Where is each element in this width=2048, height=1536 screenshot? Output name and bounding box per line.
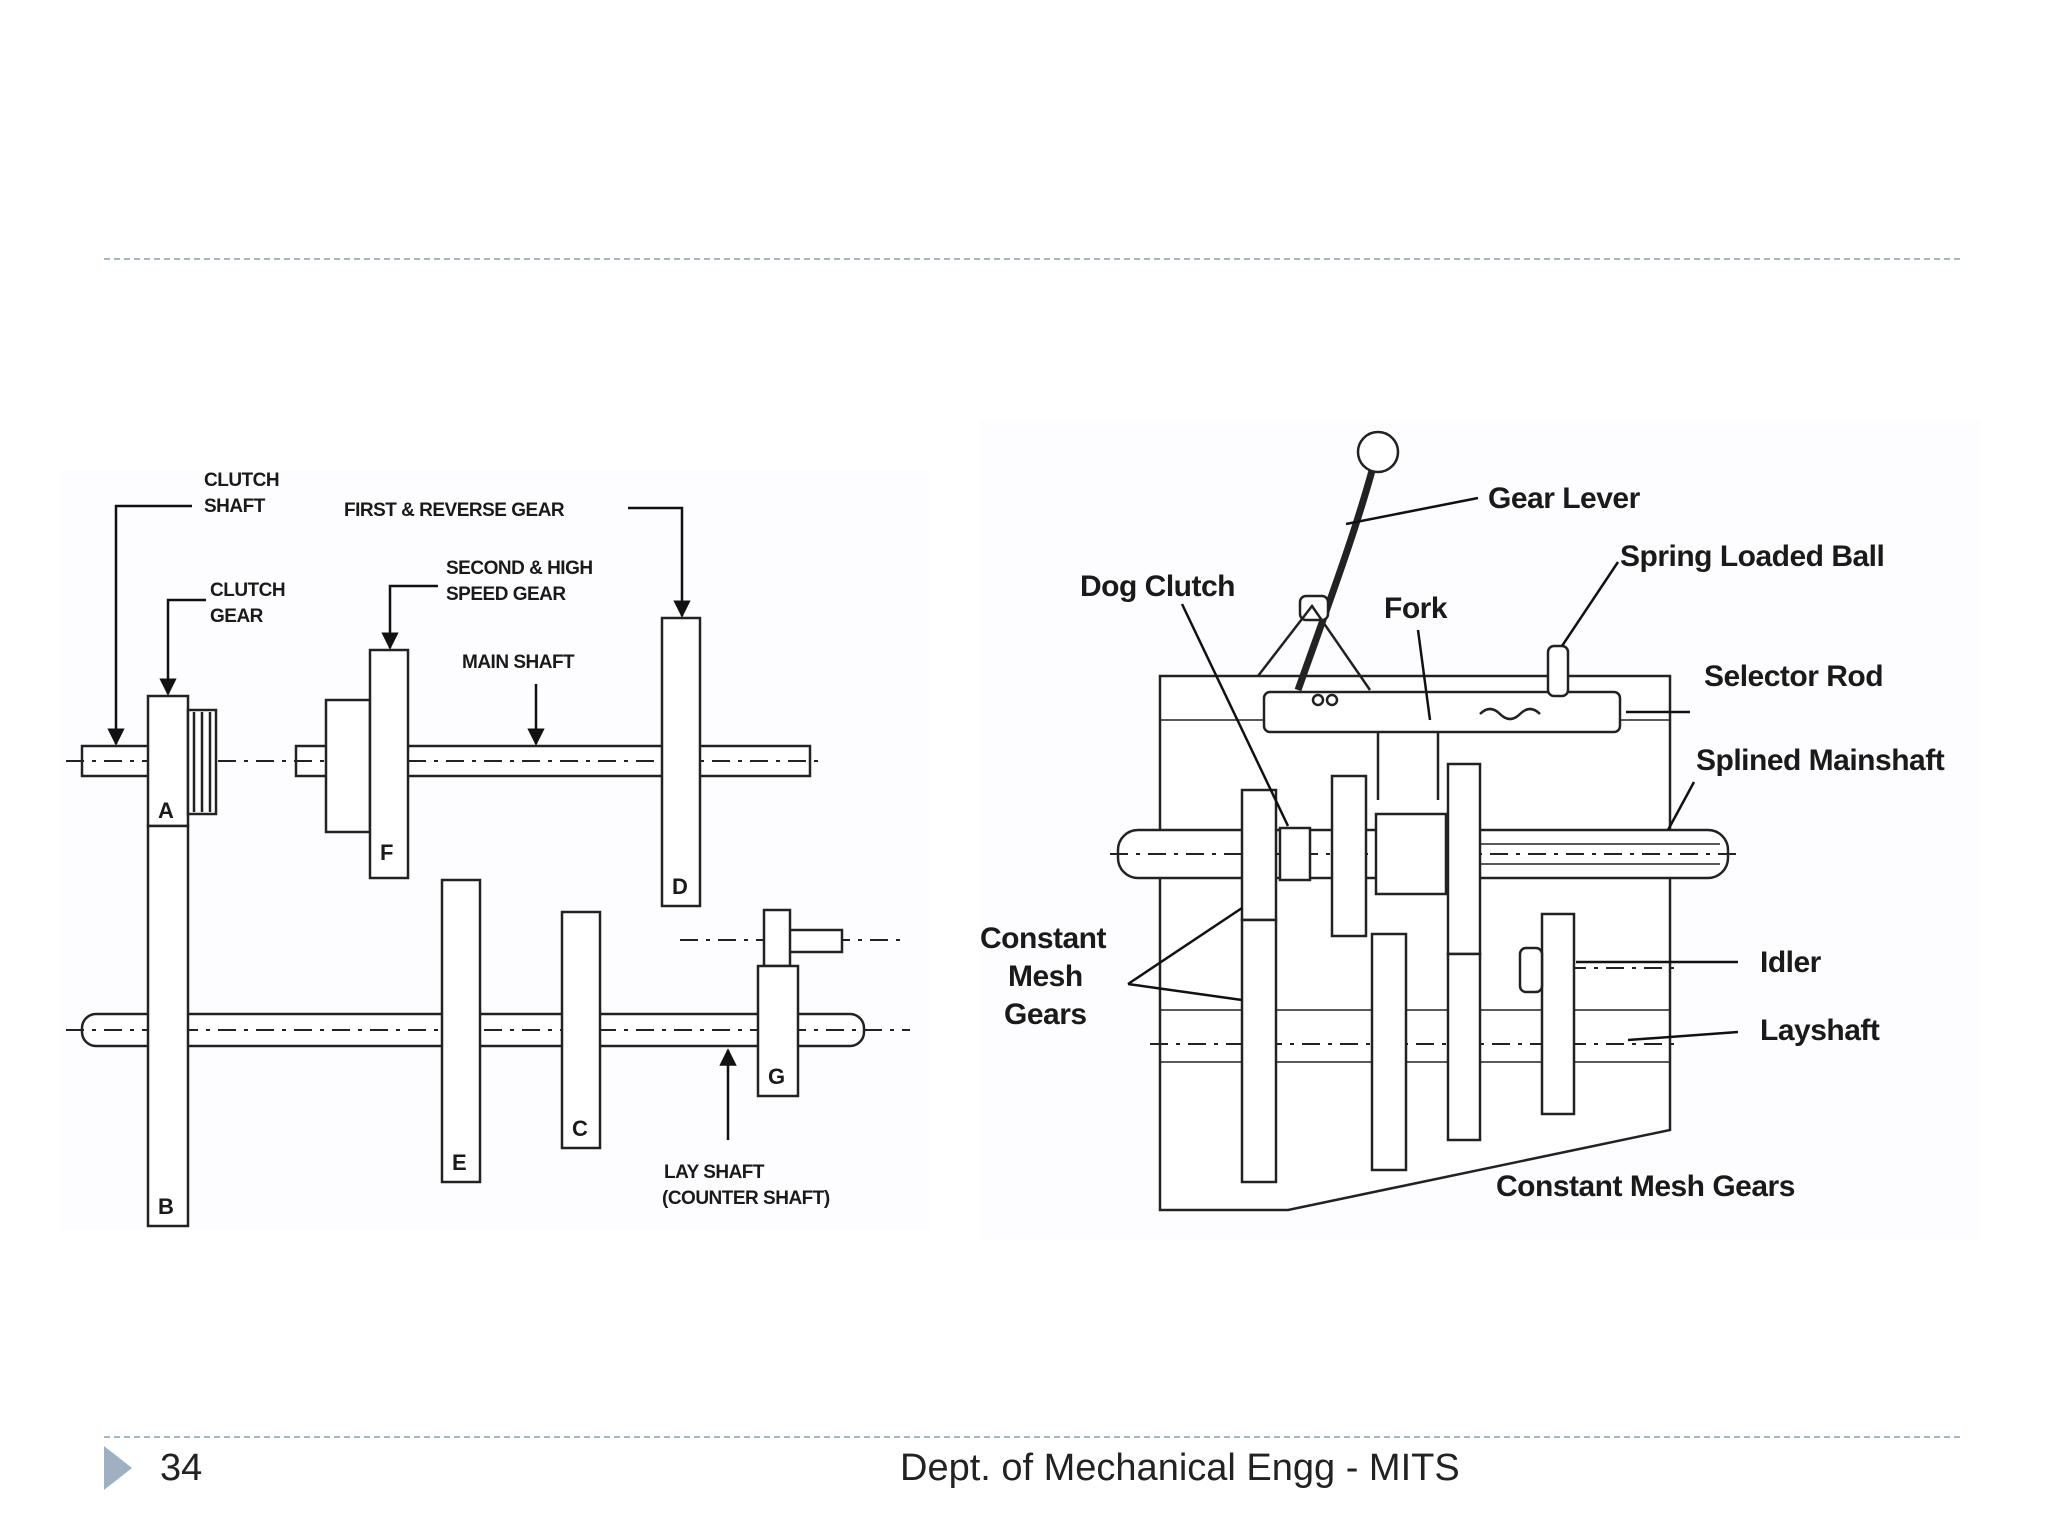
- label-constant-mesh-2: Mesh: [1008, 960, 1083, 993]
- gear-lever: [1294, 447, 1382, 692]
- gear-label-c: C: [572, 1116, 588, 1141]
- label-lay-shaft-1: LAY SHAFT: [664, 1162, 765, 1183]
- label-first-reverse: FIRST & REVERSE GEAR: [344, 500, 565, 521]
- gearbox-casing: [1158, 674, 1672, 1212]
- gear-5: [1446, 952, 1482, 1142]
- gear-c: [560, 910, 602, 1150]
- label-splined-mainshaft: Splined Mainshaft: [1696, 744, 1945, 777]
- idler-gear: [1540, 912, 1576, 1116]
- label-idler: Idler: [1760, 946, 1822, 979]
- page-number: 34: [160, 1447, 203, 1489]
- gear-label-e: E: [452, 1150, 467, 1175]
- label-layshaft: Layshaft: [1760, 1014, 1880, 1047]
- idler-hub: [762, 908, 792, 968]
- gear-label-f: F: [380, 840, 393, 865]
- constant-mesh-gear-bottom: [1240, 918, 1278, 1184]
- label-clutch-gear-2: GEAR: [210, 606, 264, 627]
- hub-f: [324, 698, 372, 834]
- gear-label-a: A: [158, 798, 174, 823]
- gear-g: [756, 964, 800, 1098]
- label-second-high-1: SECOND & HIGH: [446, 558, 593, 579]
- label-main-shaft: MAIN SHAFT: [462, 652, 575, 673]
- sleeve: [1374, 812, 1448, 896]
- left-diagram-labels: CLUTCH SHAFT CLUTCH GEAR FIRST & REVERSE…: [158, 470, 830, 1219]
- label-selector-rod: Selector Rod: [1704, 660, 1883, 693]
- footer-text: Dept. of Mechanical Engg - MITS: [900, 1447, 1460, 1489]
- gear-b: [146, 824, 190, 1228]
- label-fork: Fork: [1384, 592, 1448, 625]
- label-spring-loaded-ball: Spring Loaded Ball: [1620, 540, 1884, 573]
- gear-lever-knob: [1356, 430, 1400, 474]
- gear-label-g: G: [768, 1064, 785, 1089]
- right-diagram-labels: Gear Lever Spring Loaded Ball Dog Clutch…: [980, 482, 1945, 1203]
- sliding-mesh-diagram: [60, 470, 930, 1230]
- label-lay-shaft-2: (COUNTER SHAFT): [662, 1188, 830, 1209]
- gear-f: [368, 648, 410, 880]
- label-clutch-gear-1: CLUTCH: [210, 580, 285, 601]
- idler-shaft: [782, 928, 844, 954]
- constant-mesh-gear-top: [1240, 788, 1278, 922]
- label-gear-lever: Gear Lever: [1488, 482, 1641, 515]
- label-clutch-shaft-2: SHAFT: [204, 496, 266, 517]
- clutch-gear-a: [146, 694, 190, 828]
- top-divider: [104, 258, 1960, 260]
- label-constant-mesh-1: Constant: [980, 922, 1107, 955]
- selector-rod: [1262, 690, 1622, 734]
- label-constant-mesh-3: Gears: [1004, 998, 1087, 1031]
- gear-4: [1446, 762, 1482, 956]
- spring-loaded-ball: [1546, 644, 1570, 698]
- label-constant-mesh-gears: Constant Mesh Gears: [1496, 1170, 1795, 1203]
- dog-clutch: [1278, 826, 1312, 882]
- label-clutch-shaft-1: CLUTCH: [204, 470, 279, 491]
- bottom-divider: [104, 1436, 1960, 1438]
- gear-3: [1370, 932, 1408, 1172]
- gear-d: [660, 616, 702, 908]
- gear-label-d: D: [672, 874, 688, 899]
- gear-label-b: B: [158, 1194, 174, 1219]
- label-second-high-2: SPEED GEAR: [446, 584, 566, 605]
- label-dog-clutch: Dog Clutch: [1080, 570, 1235, 603]
- footer-arrow-icon: [104, 1446, 132, 1490]
- gear-e: [440, 878, 482, 1184]
- constant-mesh-diagram: [980, 420, 1980, 1240]
- gear-2: [1330, 774, 1368, 938]
